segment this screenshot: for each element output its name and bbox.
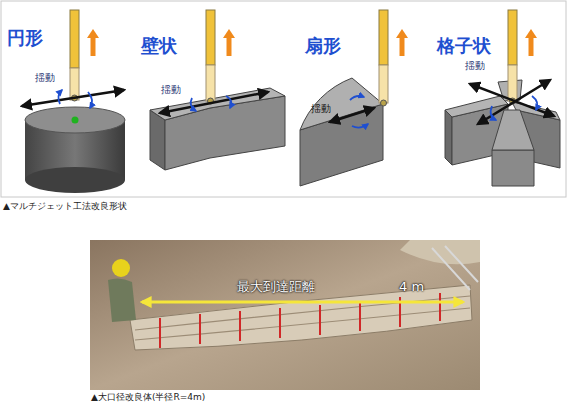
figure-caption: ▲マルチジェット工法改良形状 (2, 201, 128, 211)
motion-label: 揺動 (34, 72, 56, 84)
dimension-value: 4 m (398, 280, 425, 295)
dimension-label: 最大到達距離 (236, 280, 316, 295)
shape-title: 扇形 (304, 36, 342, 57)
motion-label: 揺動 (464, 60, 486, 72)
shape-title: 壁状 (140, 36, 178, 57)
motion-label: 揺動 (310, 103, 332, 115)
shape-title: 円形 (6, 28, 44, 49)
motion-label: 揺動 (160, 84, 182, 96)
wall-figure (150, 10, 285, 170)
site-photo (90, 240, 480, 390)
shape-title: 格子状 (436, 36, 492, 57)
panel-frame (1, 1, 566, 197)
photo-caption: ▲大口径改良体(半径R=4m) (90, 392, 206, 402)
fan-figure (300, 10, 408, 186)
